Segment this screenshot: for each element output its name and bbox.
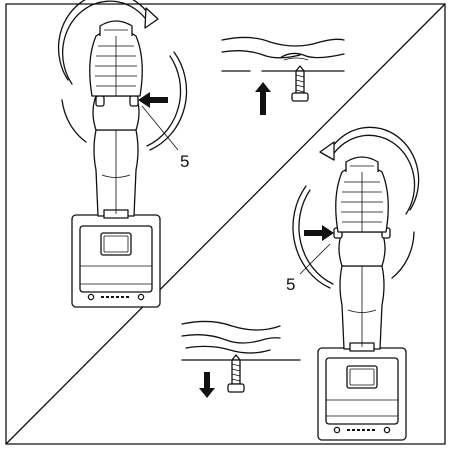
callout-leader-top (141, 105, 179, 151)
callout-label-top: 5 (180, 152, 190, 171)
push-arrow-bottom (304, 225, 334, 241)
chuck-bottom (345, 156, 379, 172)
figure-frame (5, 3, 446, 445)
callout-leader-bottom (299, 243, 331, 275)
rotation-arrow-clockwise (57, 0, 188, 151)
chuck-top (99, 20, 133, 36)
battery-indicator-window-bottom (346, 365, 378, 389)
reversing-switch-left-top (95, 95, 105, 107)
screw-down-arrow (199, 372, 215, 398)
screw-detail-top (221, 36, 345, 115)
screw-detail-bottom (181, 320, 301, 398)
rotation-arrow-counterclockwise (292, 126, 420, 289)
battery-pack-bottom (317, 347, 407, 441)
diagonal-divider (5, 3, 446, 445)
battery-pack-top (71, 214, 161, 308)
reversing-switch-right-top (129, 95, 139, 107)
drill-top-left (71, 20, 161, 308)
screw-up-arrow (255, 82, 271, 115)
callout-label-bottom: 5 (286, 275, 296, 294)
battery-indicator-window-top (100, 232, 132, 256)
push-arrow-top (138, 92, 168, 108)
drill-bottom-right (317, 156, 407, 441)
